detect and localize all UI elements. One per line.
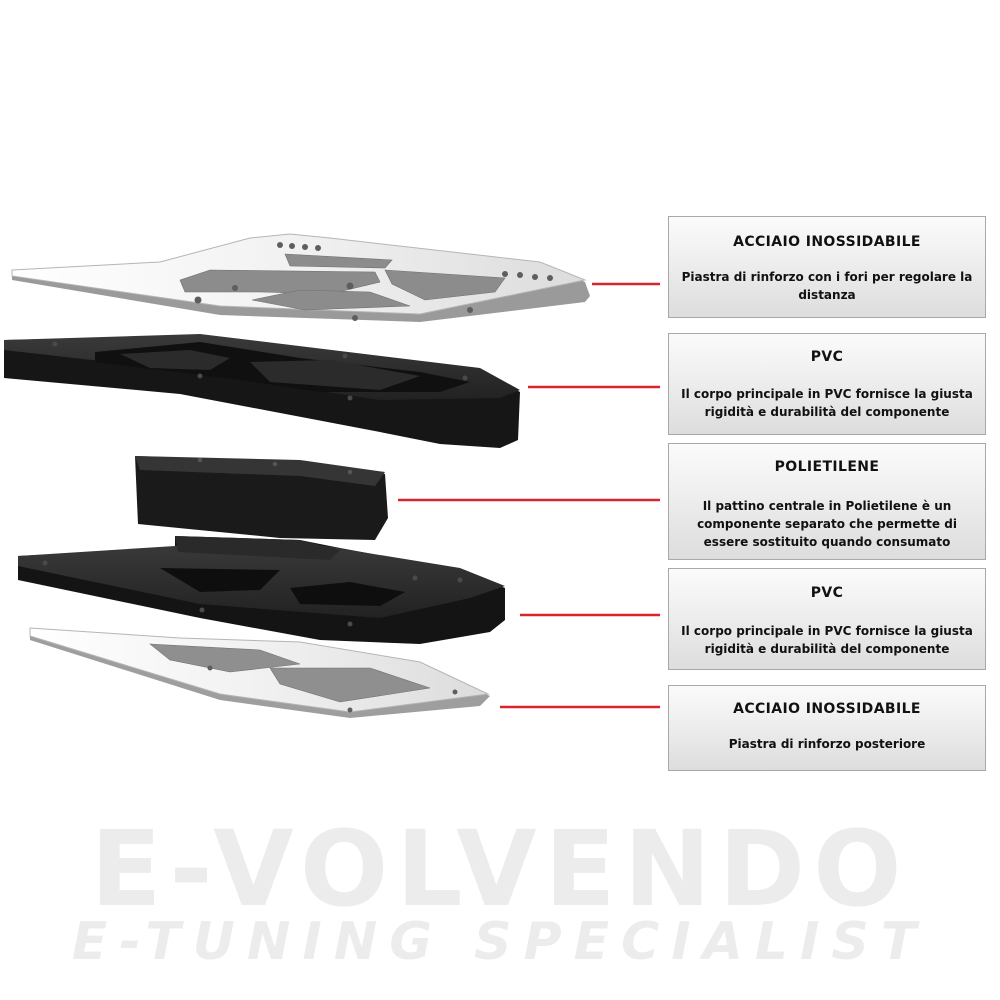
label-description: Piastra di rinforzo con i fori per regol… <box>681 270 973 302</box>
pvc-lower-body <box>18 536 505 644</box>
label-title: POLIETILENE <box>774 459 880 475</box>
label-box-steel-top: ACCIAIO INOSSIDABILE Piastra di rinforzo… <box>668 216 986 318</box>
steel-top-plate <box>11 233 590 322</box>
label-title: PVC <box>810 585 844 601</box>
label-title: ACCIAIO INOSSIDABILE <box>733 701 921 717</box>
connector-lines <box>398 282 660 709</box>
label-title: PVC <box>810 349 844 365</box>
label-description: Il pattino centrale in Polietilene è un … <box>697 499 957 549</box>
label-box-pvc-upper: PVC Il corpo principale in PVC fornisce … <box>668 333 986 435</box>
steel-bottom-plate <box>29 627 490 718</box>
label-title: ACCIAIO INOSSIDABILE <box>733 234 921 250</box>
label-description: Il corpo principale in PVC fornisce la g… <box>681 624 973 656</box>
pvc-upper-body <box>4 334 520 448</box>
label-box-polyethylene: POLIETILENE Il pattino centrale in Polie… <box>668 443 986 560</box>
label-box-steel-bottom: ACCIAIO INOSSIDABILE Piastra di rinforzo… <box>668 685 986 771</box>
label-description: Il corpo principale in PVC fornisce la g… <box>681 387 973 419</box>
brand-tagline-watermark: E-TUNING SPECIALIST <box>71 912 929 972</box>
label-description: Piastra di rinforzo posteriore <box>728 737 926 751</box>
brand-logo-watermark: E-VOLVENDO <box>90 808 910 930</box>
label-box-pvc-lower: PVC Il corpo principale in PVC fornisce … <box>668 568 986 670</box>
polyethylene-center-pad <box>135 456 388 540</box>
